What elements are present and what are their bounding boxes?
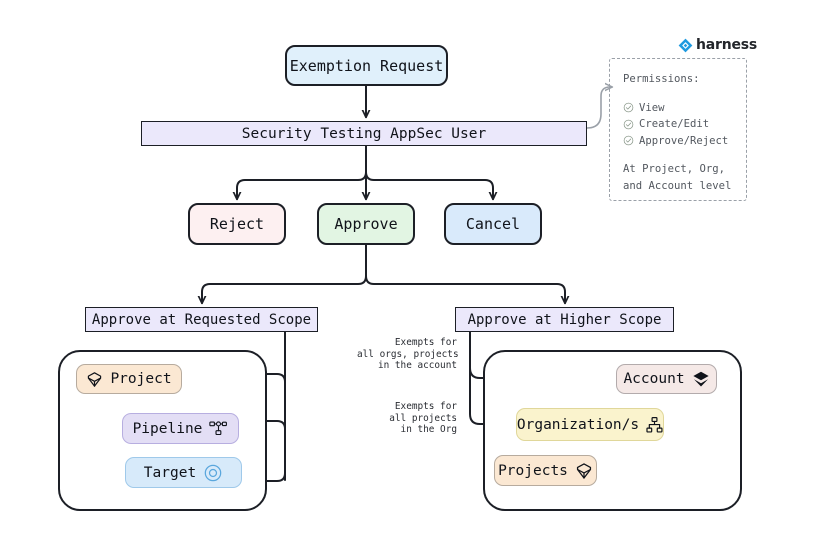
harness-diamond-icon <box>678 38 693 53</box>
account-node[interactable]: Account <box>616 364 717 394</box>
organizations-node[interactable]: Organization/s <box>516 408 664 441</box>
permission-row-create-edit: Create/Edit <box>623 116 746 133</box>
hierarchy-icon <box>646 416 663 434</box>
permission-label: Approve/Reject <box>639 134 729 147</box>
appsec-user-node[interactable]: Security Testing AppSec User <box>141 121 587 146</box>
logo-text: harness <box>696 37 758 53</box>
project-node[interactable]: Project <box>76 364 182 394</box>
exemption-request-node[interactable]: Exemption Request <box>285 45 448 86</box>
pipeline-node[interactable]: Pipeline <box>122 413 239 444</box>
target-label: Target <box>143 464 197 481</box>
organizations-label: Organization/s <box>516 416 640 433</box>
permissions-card: Permissions: View Create/Edit <box>609 58 747 201</box>
projects-label: Projects <box>498 462 568 479</box>
approve-requested-scope-node[interactable]: Approve at Requested Scope <box>85 307 318 332</box>
target-icon <box>203 463 223 483</box>
layers-icon <box>692 370 710 388</box>
check-circle-icon <box>623 119 634 130</box>
projects-node[interactable]: Projects <box>494 455 597 486</box>
exempts-org-annotation: Exempts for all projects in the Org <box>389 401 457 436</box>
target-node[interactable]: Target <box>125 457 242 488</box>
permission-row-view: View <box>623 100 746 117</box>
check-circle-icon <box>623 135 634 146</box>
check-circle-icon <box>623 102 634 113</box>
permission-label: View <box>639 101 665 114</box>
reject-action-node[interactable]: Reject <box>188 203 286 245</box>
exempts-account-annotation: Exempts for all orgs, projects in the ac… <box>357 337 459 372</box>
cube-icon <box>575 462 593 480</box>
pipeline-icon <box>209 420 228 437</box>
approve-higher-scope-node[interactable]: Approve at Higher Scope <box>455 307 674 332</box>
permissions-footer: At Project, Org, and Account level <box>623 163 732 192</box>
account-label: Account <box>623 371 685 387</box>
permission-row-approve-reject: Approve/Reject <box>623 133 746 150</box>
project-label: Project <box>110 371 172 387</box>
cancel-action-node[interactable]: Cancel <box>444 203 542 245</box>
permission-label: Create/Edit <box>639 118 710 130</box>
approve-action-node[interactable]: Approve <box>317 203 415 245</box>
pipeline-label: Pipeline <box>132 420 203 437</box>
cube-icon <box>86 371 103 388</box>
harness-logo: harness <box>678 37 757 53</box>
permissions-title: Permissions: <box>623 73 700 85</box>
